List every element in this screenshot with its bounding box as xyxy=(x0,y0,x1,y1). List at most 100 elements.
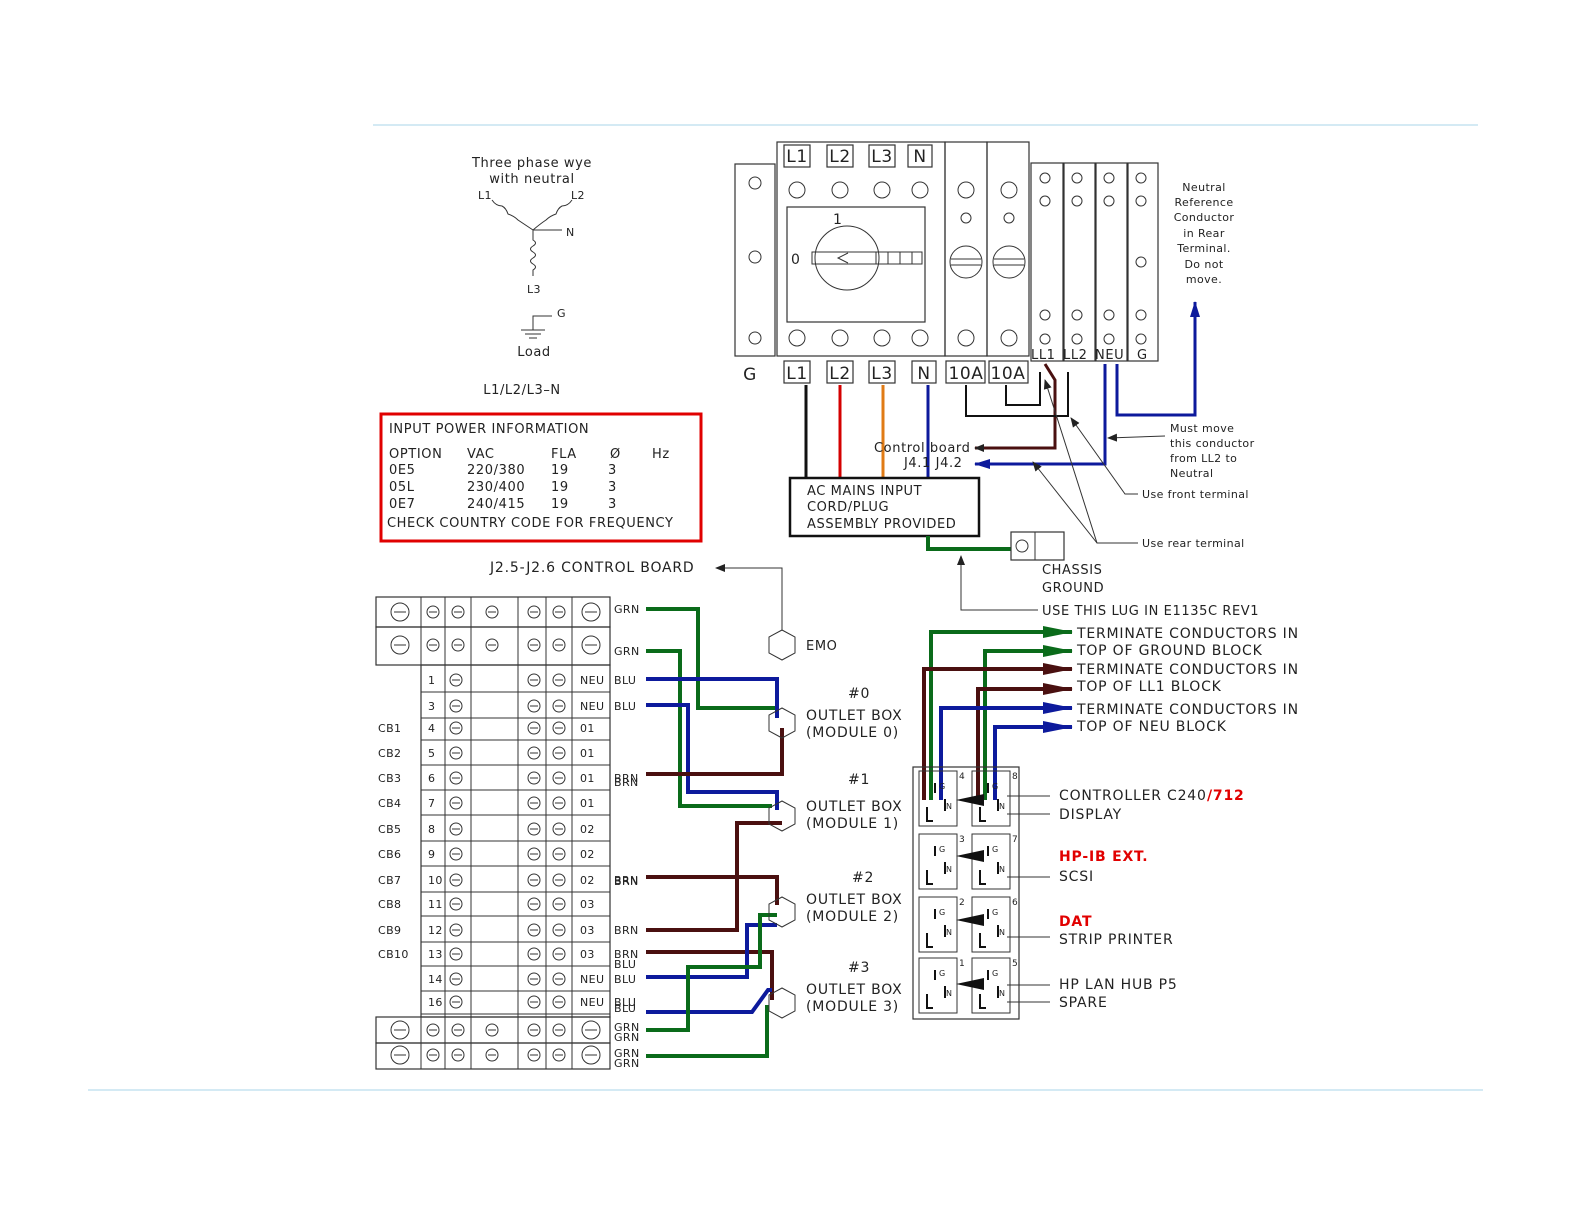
screw xyxy=(527,923,541,937)
wire-color-label: BRN xyxy=(614,772,639,785)
screw xyxy=(451,1023,465,1037)
pointer-arrow xyxy=(956,794,984,806)
outlet-box-line2: (MODULE 1) xyxy=(806,816,899,832)
bottom-label-n: N xyxy=(917,364,930,384)
terminal-block-ll2 xyxy=(1063,162,1096,362)
socket-pin-l xyxy=(979,807,986,822)
outlet-box-num: #1 xyxy=(848,772,870,788)
screw xyxy=(485,605,499,619)
ground-terminal-icon xyxy=(581,602,601,622)
row-fla: 19 xyxy=(551,480,569,495)
screw xyxy=(485,638,499,652)
bottom-label-g: G xyxy=(743,365,757,385)
socket-frame xyxy=(971,833,1011,890)
leader-front-terminal xyxy=(1070,417,1138,495)
screw xyxy=(552,699,566,713)
socket-number: 7 xyxy=(1012,835,1018,845)
device-label: DISPLAY xyxy=(1059,807,1122,823)
outlet-box-num: #0 xyxy=(848,686,870,702)
wire-color-label: BRN xyxy=(614,874,639,887)
ground-terminal-icon xyxy=(390,1020,410,1040)
terminate-line: TERMINATE CONDUCTORS IN xyxy=(1076,626,1299,642)
wye-n-label: N xyxy=(566,226,575,239)
screw xyxy=(552,746,566,760)
lug-hole xyxy=(1015,539,1029,553)
row-option: 0E7 xyxy=(389,497,416,512)
power-info-border xyxy=(379,412,703,543)
top-label-l3: L3 xyxy=(871,147,893,167)
wye-load-label: Load xyxy=(517,345,551,360)
screw xyxy=(1135,309,1147,321)
wire-black-jumper-1 xyxy=(965,372,1069,417)
row-vac: 230/400 xyxy=(467,480,525,495)
ac-mains-line: ASSEMBLY PROVIDED xyxy=(807,517,956,532)
screw xyxy=(485,1048,499,1062)
screw xyxy=(911,329,929,347)
wire-green xyxy=(646,1005,769,1058)
outlet-socket: 4GN xyxy=(918,770,965,827)
screw xyxy=(788,329,806,347)
screw xyxy=(449,822,463,836)
socket-pin-g: G xyxy=(992,969,999,978)
cb-label: CB5 xyxy=(378,823,401,836)
wye-coil-l2 xyxy=(532,199,573,231)
terminal-number: 12 xyxy=(428,924,443,937)
screw xyxy=(1103,309,1115,321)
terminal-number: 14 xyxy=(428,973,443,986)
cb-label: CB7 xyxy=(378,874,401,887)
ac-mains-border xyxy=(788,476,981,538)
wire-label-blu: BLU xyxy=(614,1002,636,1015)
outlet-socket: 1GN xyxy=(918,957,965,1014)
screw xyxy=(426,605,440,619)
bottom-label-l1: L1 xyxy=(786,364,808,384)
screw xyxy=(957,329,975,347)
screw xyxy=(552,847,566,861)
bottom-label-box xyxy=(945,360,986,384)
ground-terminal-icon xyxy=(390,635,410,655)
bottom-label-box xyxy=(868,360,896,384)
outlet-box-1-icon xyxy=(768,800,796,832)
socket-frame xyxy=(971,896,1011,953)
terminal-number: 10 xyxy=(428,874,443,887)
wye-coil-l3 xyxy=(530,230,536,276)
terminal-number: 7 xyxy=(428,797,435,810)
chassis-lug xyxy=(1010,531,1065,561)
terminal-number: 6 xyxy=(428,772,435,785)
switch-body xyxy=(776,141,946,357)
note-line: from LL2 to xyxy=(1170,452,1237,465)
wire-label-brn: BRN xyxy=(614,875,639,888)
outlet-box-num: #3 xyxy=(848,960,870,976)
screw xyxy=(527,605,541,619)
chassis-label: GROUND xyxy=(1042,581,1104,596)
screw xyxy=(426,638,440,652)
leader-rear-terminal xyxy=(1043,379,1138,544)
screw xyxy=(527,638,541,652)
wye-l1-label: L1 xyxy=(478,189,492,202)
screw xyxy=(552,995,566,1009)
ground-row-bottom-2 xyxy=(375,1042,611,1070)
terminal-number: 9 xyxy=(428,848,435,861)
row-option: 0E5 xyxy=(389,463,416,478)
mains-wires xyxy=(804,301,1200,478)
ground-row-top-2 xyxy=(375,626,611,666)
wire-color-label: BLU xyxy=(614,996,636,1009)
screw xyxy=(960,212,972,224)
screw xyxy=(449,771,463,785)
wire-black-jumper-2 xyxy=(1005,372,1041,406)
wire-brown xyxy=(646,728,784,776)
socket-pin-n: N xyxy=(946,802,952,811)
screw xyxy=(527,873,541,887)
terminal-number: 13 xyxy=(428,948,443,961)
wire-color-label: BRN xyxy=(614,924,639,937)
terminate-line: TOP OF NEU BLOCK xyxy=(1076,719,1227,735)
socket-pin-n: N xyxy=(999,928,1005,937)
wire-brown-j41 xyxy=(974,363,1057,452)
handle-number: 1 xyxy=(833,212,843,228)
use-lug-label: USE THIS LUG IN E1135C REV1 xyxy=(1042,604,1259,619)
socket-pin-l xyxy=(926,870,933,885)
use-rear-label: Use rear terminal xyxy=(1142,537,1245,550)
screw xyxy=(552,897,566,911)
power-info-title: INPUT POWER INFORMATION xyxy=(389,422,589,437)
